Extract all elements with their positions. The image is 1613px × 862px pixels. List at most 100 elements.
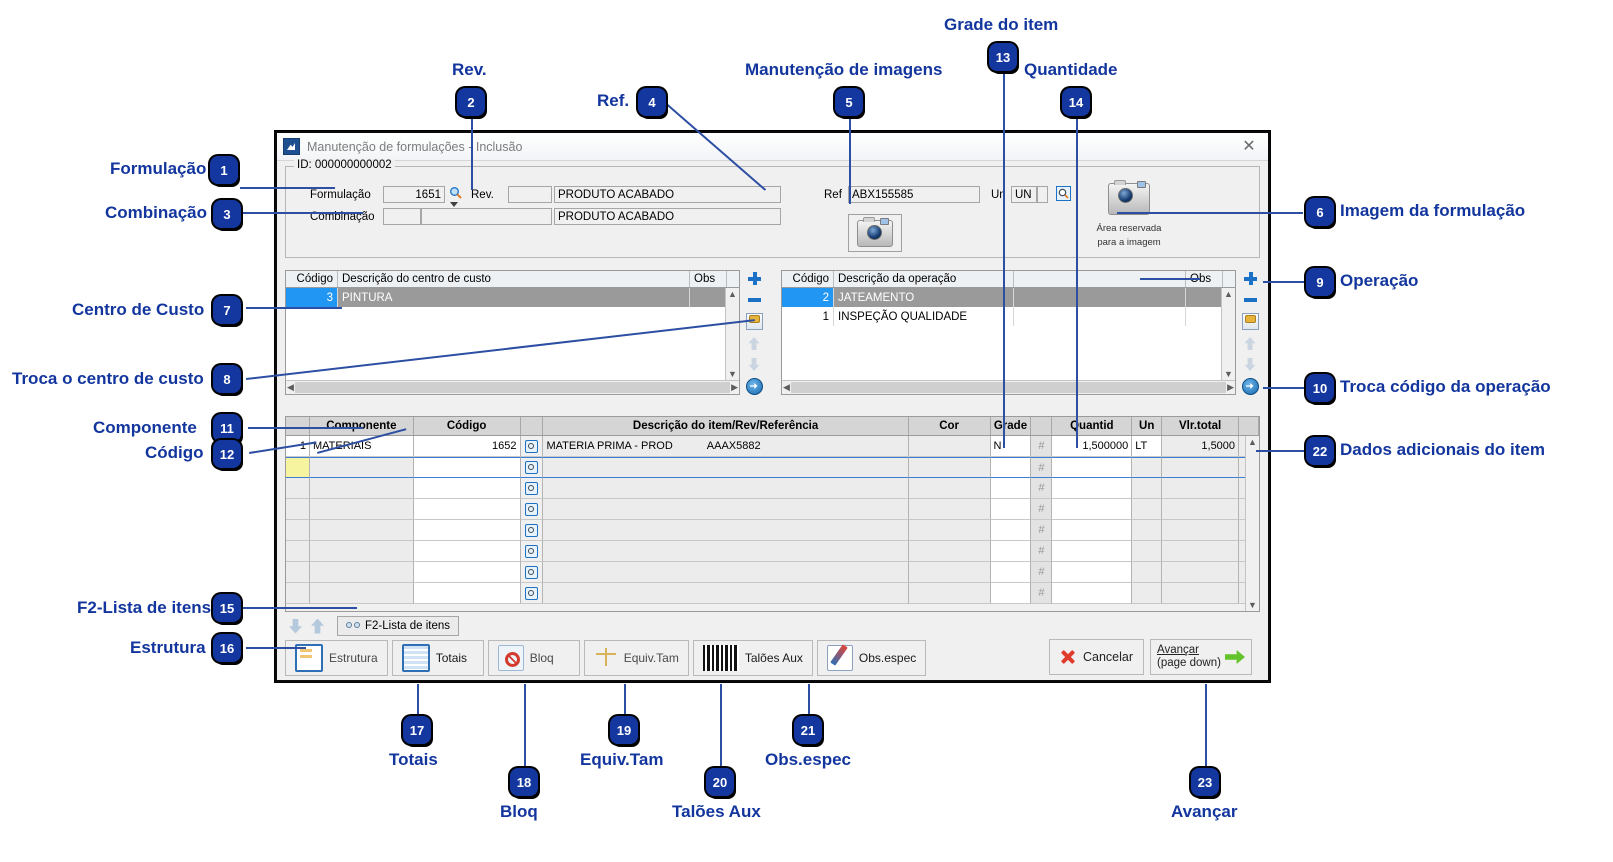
formulation-image-area[interactable]: Área reservada para a imagem bbox=[1081, 180, 1177, 248]
swap-operation-icon[interactable] bbox=[1241, 378, 1259, 395]
cell-quantid[interactable] bbox=[1052, 562, 1133, 583]
remove-operation-icon[interactable] bbox=[1243, 292, 1258, 307]
un-extra-field[interactable] bbox=[1037, 186, 1048, 203]
cell-grade[interactable]: N bbox=[990, 436, 1032, 457]
cell-grade[interactable] bbox=[990, 457, 1032, 478]
scroll-down-icon[interactable]: ▼ bbox=[1248, 600, 1257, 610]
cell-cor[interactable] bbox=[908, 499, 991, 520]
item-search-icon[interactable] bbox=[525, 439, 538, 453]
close-icon[interactable]: ✕ bbox=[1242, 137, 1256, 155]
un-input[interactable]: UN bbox=[1011, 186, 1037, 203]
image-maintenance-button[interactable] bbox=[848, 214, 902, 252]
item-search-icon[interactable] bbox=[525, 544, 538, 558]
cell-quantid[interactable] bbox=[1052, 541, 1133, 562]
cell-descricao[interactable] bbox=[543, 457, 909, 478]
cell-descricao[interactable] bbox=[543, 583, 909, 604]
cell-grade[interactable] bbox=[990, 562, 1032, 583]
permissions-icon[interactable] bbox=[1241, 313, 1259, 330]
cell-descricao[interactable] bbox=[543, 520, 909, 541]
table-row[interactable]: 2 JATEAMENTO bbox=[782, 288, 1235, 307]
operation-grid[interactable]: Código Descrição da operação Obs 2 JATEA… bbox=[781, 270, 1236, 395]
cell-codigo[interactable] bbox=[413, 520, 521, 541]
cell-componente[interactable] bbox=[309, 562, 414, 583]
cell-grade-detail-icon[interactable]: # bbox=[1031, 499, 1053, 520]
scroll-right-icon[interactable]: ▶ bbox=[1227, 382, 1234, 392]
move-down-icon[interactable] bbox=[747, 357, 762, 372]
cell-quantid[interactable] bbox=[1052, 520, 1133, 541]
table-row[interactable]: # ... bbox=[286, 562, 1259, 583]
add-operation-icon[interactable] bbox=[1243, 271, 1258, 286]
cell-componente[interactable] bbox=[309, 499, 414, 520]
items-vscrollbar[interactable]: ▲ ▼ bbox=[1245, 436, 1259, 611]
cell-item-search[interactable] bbox=[520, 583, 544, 604]
table-row[interactable]: # ... bbox=[286, 478, 1259, 499]
add-cost-center-icon[interactable] bbox=[747, 271, 762, 286]
cell-quantid[interactable] bbox=[1052, 457, 1133, 478]
rev-input[interactable] bbox=[508, 186, 552, 203]
cell-codigo[interactable] bbox=[413, 457, 521, 478]
scroll-left-icon[interactable]: ◀ bbox=[287, 382, 294, 392]
move-up-icon[interactable] bbox=[747, 336, 762, 351]
chevron-down-icon[interactable] bbox=[450, 202, 458, 207]
cell-grade-detail-icon[interactable]: # bbox=[1031, 562, 1053, 583]
move-down-icon[interactable] bbox=[1243, 357, 1258, 372]
cost-center-vscrollbar[interactable]: ▲ ▼ bbox=[725, 288, 739, 380]
cost-center-hscrollbar[interactable]: ◀ ▶ bbox=[286, 380, 739, 394]
cell-cor[interactable] bbox=[908, 583, 991, 604]
cell-codigo[interactable] bbox=[413, 562, 521, 583]
cell-item-search[interactable] bbox=[520, 520, 544, 541]
obs-espec-button[interactable]: Obs.espec bbox=[816, 640, 927, 676]
move-item-up-icon[interactable] bbox=[309, 618, 326, 635]
table-row[interactable]: # ... bbox=[286, 499, 1259, 520]
cell-codigo[interactable] bbox=[413, 499, 521, 520]
scroll-right-icon[interactable]: ▶ bbox=[731, 382, 738, 392]
item-search-icon[interactable] bbox=[525, 502, 538, 516]
cell-quantid[interactable] bbox=[1052, 499, 1133, 520]
totais-button[interactable]: Totais bbox=[391, 640, 484, 676]
item-search-icon[interactable] bbox=[525, 565, 538, 579]
cell-quantid[interactable] bbox=[1052, 583, 1133, 604]
cell-codigo[interactable] bbox=[413, 541, 521, 562]
advance-button[interactable]: Avançar (page down) bbox=[1150, 639, 1252, 675]
cell-item-search[interactable] bbox=[520, 562, 544, 583]
cell-cor[interactable] bbox=[908, 457, 991, 478]
cell-componente[interactable] bbox=[309, 520, 414, 541]
move-item-down-icon[interactable] bbox=[287, 618, 304, 635]
item-search-icon[interactable] bbox=[525, 461, 538, 474]
cell-descricao[interactable]: MATERIA PRIMA - PROD AAAX5882 bbox=[543, 436, 909, 457]
remove-cost-center-icon[interactable] bbox=[747, 292, 762, 307]
scroll-down-icon[interactable]: ▼ bbox=[728, 369, 737, 379]
cell-componente[interactable] bbox=[309, 478, 414, 499]
cell-grade-detail-icon[interactable]: # bbox=[1031, 583, 1053, 604]
tab-f2-lista-de-itens[interactable]: F2-Lista de itens bbox=[337, 616, 460, 636]
cell-codigo[interactable] bbox=[413, 583, 521, 604]
cell-quantid[interactable]: 1,500000 bbox=[1052, 436, 1133, 457]
cell-grade[interactable] bbox=[990, 541, 1032, 562]
hscroll-thumb[interactable] bbox=[294, 382, 731, 393]
cell-grade-detail-icon[interactable]: # bbox=[1031, 520, 1053, 541]
cost-center-grid[interactable]: Código Descrição do centro de custo Obs … bbox=[285, 270, 740, 395]
cell-codigo[interactable]: 1652 bbox=[413, 436, 521, 457]
cell-cor[interactable] bbox=[908, 541, 991, 562]
scroll-left-icon[interactable]: ◀ bbox=[783, 382, 790, 392]
table-row[interactable]: 1 INSPEÇÃO QUALIDADE bbox=[782, 307, 1235, 326]
estrutura-button[interactable]: Estrutura bbox=[285, 640, 388, 676]
cell-descricao[interactable] bbox=[543, 499, 909, 520]
cell-grade-detail-icon[interactable]: # bbox=[1031, 478, 1053, 499]
combinacao-code-input[interactable] bbox=[383, 208, 421, 225]
table-row[interactable]: 1 MATERIAIS 1652 MATERIA PRIMA - PROD AA… bbox=[286, 436, 1259, 457]
cell-componente[interactable] bbox=[309, 583, 414, 604]
move-up-icon[interactable] bbox=[1243, 336, 1258, 351]
cell-codigo[interactable] bbox=[413, 478, 521, 499]
cell-quantid[interactable] bbox=[1052, 478, 1133, 499]
items-grid[interactable]: Componente Código Descrição do item/Rev/… bbox=[285, 416, 1260, 612]
swap-cost-center-icon[interactable] bbox=[745, 378, 763, 395]
cell-grade[interactable] bbox=[990, 520, 1032, 541]
table-row[interactable]: # ... bbox=[286, 457, 1259, 478]
cell-item-search[interactable] bbox=[520, 457, 544, 478]
cell-cor[interactable] bbox=[908, 436, 991, 457]
ref-input[interactable]: ABX155585 bbox=[848, 186, 980, 203]
cell-componente[interactable] bbox=[309, 457, 414, 478]
cell-descricao[interactable] bbox=[543, 562, 909, 583]
bloq-button[interactable]: Bloq bbox=[487, 640, 580, 676]
